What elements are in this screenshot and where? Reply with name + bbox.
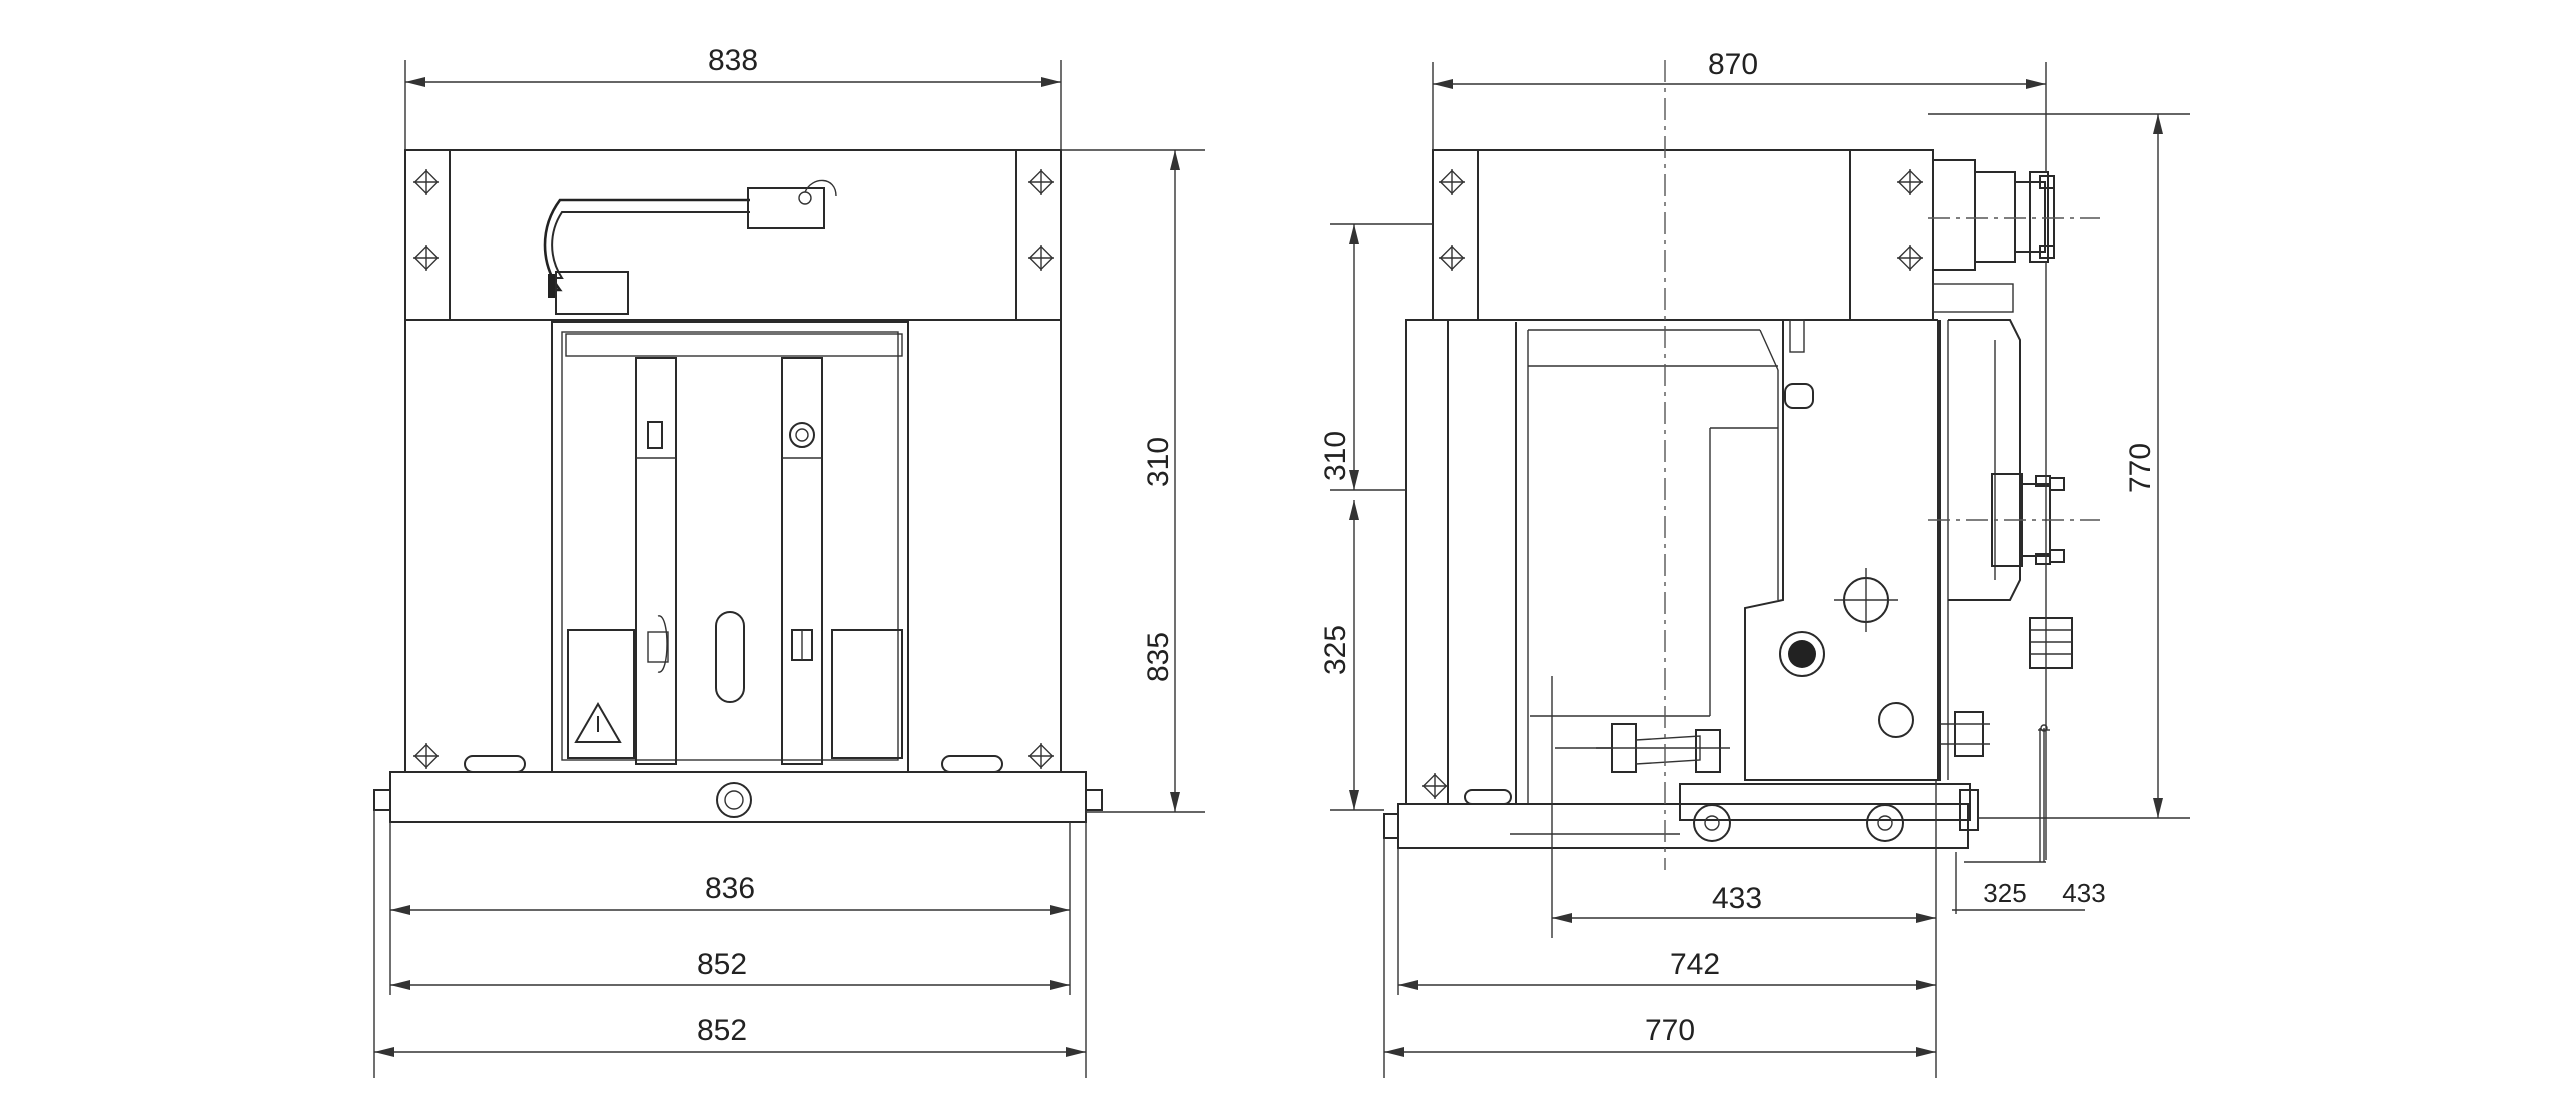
side-upper-panel — [1432, 149, 1934, 321]
drive-shaft-icon — [1779, 631, 1825, 677]
dim-front-top-838: 838 — [708, 44, 758, 77]
front-view — [373, 149, 1103, 823]
dim-side-small-325: 325 — [1983, 878, 2026, 908]
bolt-icon — [1027, 742, 1055, 770]
bolt-icon — [1438, 168, 1466, 196]
bolt-icon — [1896, 168, 1924, 196]
dim-side-bottom-433: 433 — [1712, 882, 1762, 915]
bolt-icon — [1438, 244, 1466, 272]
front-main-body — [404, 319, 1062, 773]
dim-side-top-870: 870 — [1708, 48, 1758, 81]
bolt-icon — [1896, 244, 1924, 272]
dim-front-bottom-852a: 852 — [697, 948, 747, 981]
bolt-icon — [412, 742, 440, 770]
dim-front-right-310: 310 — [1142, 437, 1175, 487]
front-dimensions: 838 310 835 836 852 852 — [373, 44, 1205, 1078]
side-dimensions: 870 310 325 770 325 433 — [1319, 48, 2190, 1078]
bolt-icon — [1027, 244, 1055, 272]
bolt-icon — [412, 244, 440, 272]
dim-side-right-770: 770 — [2124, 443, 2157, 493]
dim-side-left-325: 325 — [1319, 625, 1352, 675]
dim-side-bottom-742: 742 — [1670, 948, 1720, 981]
secondary-plug-cable — [543, 179, 837, 315]
bolt-icon — [1027, 168, 1055, 196]
dim-side-bottom-770: 770 — [1645, 1014, 1695, 1047]
bolt-icon — [412, 168, 440, 196]
bolt-icon — [1421, 772, 1449, 800]
dim-side-small-433: 433 — [2062, 878, 2105, 908]
dim-front-bottom-836: 836 — [705, 872, 755, 905]
wheel-icon — [1866, 804, 1904, 842]
dim-front-bottom-852b: 852 — [697, 1014, 747, 1047]
dim-side-left-310: 310 — [1319, 431, 1352, 481]
side-view — [1383, 60, 2100, 870]
wheel-icon — [1693, 804, 1731, 842]
handle-slot — [715, 611, 745, 703]
upper-contact-arm — [1932, 159, 2055, 271]
side-main-body — [1405, 319, 2021, 805]
front-base — [389, 771, 1087, 823]
side-base-truck — [1383, 783, 1979, 849]
dim-front-right-835: 835 — [1142, 632, 1175, 682]
warning-triangle-icon — [574, 702, 622, 743]
front-upper-panel — [404, 149, 1062, 321]
